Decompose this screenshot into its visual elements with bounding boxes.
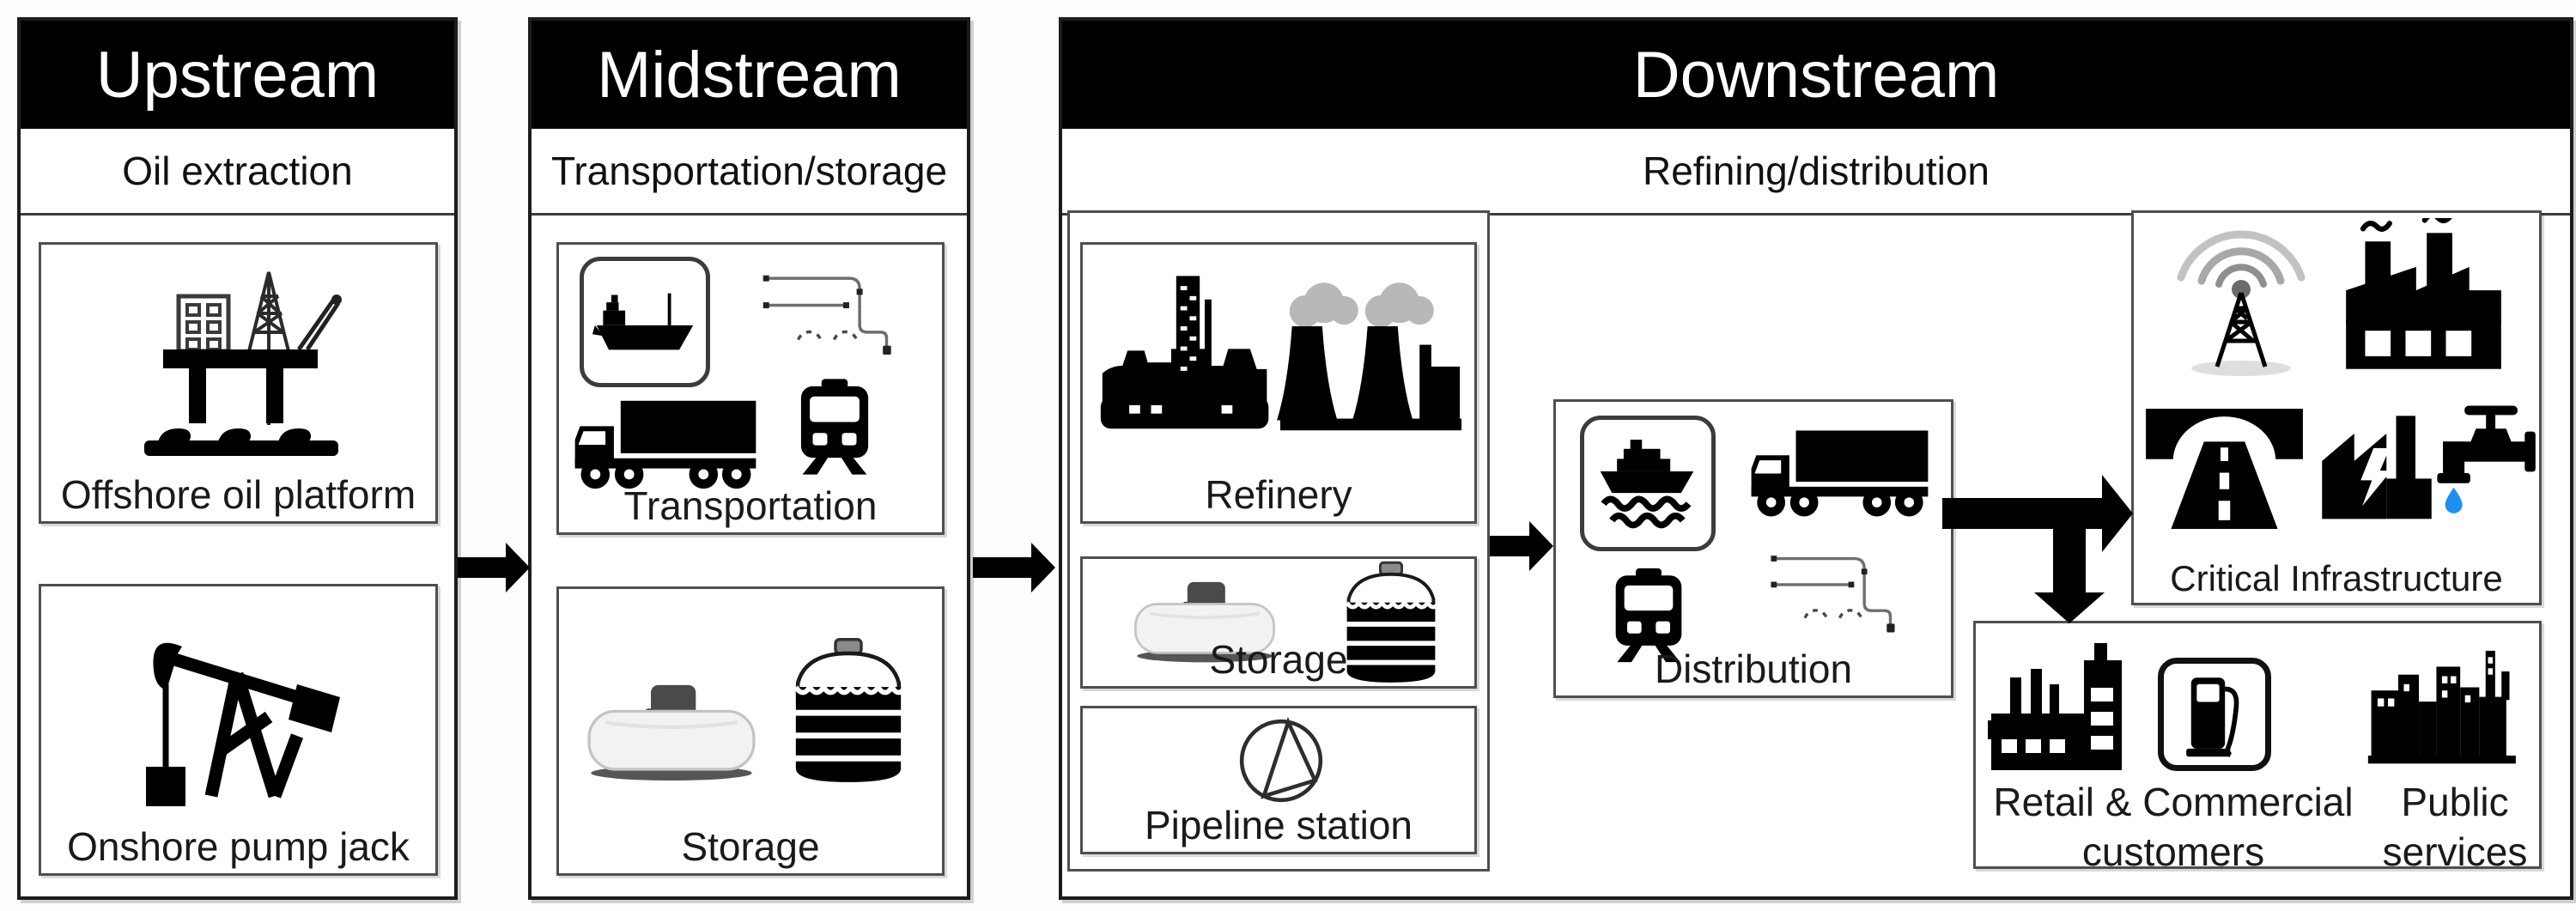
box-label: Refinery: [1205, 472, 1352, 517]
fuel-pump-frame: [2158, 658, 2271, 771]
pipeline-icon: [762, 275, 891, 355]
downstream-section: Downstream Refining/distribution: [1059, 17, 2573, 900]
upstream-subtitle-row: Oil extraction: [21, 129, 454, 216]
ship-frame: [580, 257, 710, 387]
midstream-title: Midstream: [597, 38, 902, 112]
downstream-subtitle-row: Refining/distribution: [1062, 129, 2570, 216]
midstream-header: Midstream: [532, 21, 967, 129]
train-icon: [800, 379, 869, 475]
retail-commercial-label: Retail & Commercial customers: [1993, 780, 2354, 874]
downstream-title: Downstream: [1632, 38, 2000, 112]
oil-tank-icon: [1344, 561, 1441, 683]
factory-icon: [2346, 218, 2501, 369]
tanker-truck-icon: [1751, 430, 1929, 517]
box-label: Transportation: [623, 483, 878, 528]
box-label: Storage: [681, 824, 820, 869]
train-icon: [1615, 568, 1682, 663]
offshore-oil-platform-icon: [144, 271, 342, 456]
critical-infrastructure-box: Critical Infrastructure: [2131, 210, 2542, 605]
pressure-tank-icon: [587, 684, 756, 781]
ferry-ship-icon: [1600, 440, 1694, 529]
oil-tank-icon: [793, 638, 908, 782]
ship-frame: [1580, 416, 1716, 551]
upstream-subtitle: Oil extraction: [122, 149, 353, 193]
onshore-pump-jack-icon: [146, 642, 340, 806]
factory-icon: [1988, 643, 2122, 770]
midstream-storage-box: Storage: [556, 586, 945, 876]
pressure-tank-icon: [1133, 581, 1276, 663]
downstream-subtitle: Refining/distribution: [1642, 149, 1990, 193]
refinery-box: Refinery: [1080, 242, 1477, 524]
transportation-box: Transportation: [556, 242, 945, 535]
box-label: Pipeline station: [1145, 803, 1413, 847]
upstream-section: Upstream Oil extraction: [17, 17, 458, 900]
midstream-section: Midstream Transportation/storage: [528, 17, 970, 900]
refinery-icon: [1100, 276, 1462, 431]
box-label: Storage: [1209, 637, 1348, 682]
power-plant-icon: [2322, 416, 2432, 519]
downstream-storage-box: Storage: [1080, 556, 1477, 689]
water-tap-icon: [2437, 405, 2536, 513]
box-label: Offshore oil platform: [60, 472, 416, 517]
upstream-header: Upstream: [21, 21, 454, 129]
pump-symbol-icon: [1239, 716, 1323, 803]
box-label: Onshore pump jack: [67, 824, 410, 869]
midstream-subtitle: Transportation/storage: [550, 149, 948, 193]
onshore-pump-jack-box: Onshore pump jack: [39, 584, 438, 876]
retail-public-box: Retail & Commercial customers Public ser…: [1973, 621, 2542, 874]
fuel-pump-icon: [2186, 677, 2239, 757]
tanker-truck-icon: [574, 400, 756, 489]
refining-group-box: Refinery: [1067, 210, 1490, 872]
highway-icon: [2146, 409, 2303, 529]
public-services-label: Public services: [2382, 780, 2528, 874]
upstream-title: Upstream: [95, 38, 380, 112]
pipeline-station-box: Pipeline station: [1080, 706, 1477, 854]
city-skyline-icon: [2367, 650, 2516, 764]
downstream-header: Downstream: [1062, 21, 2570, 129]
midstream-subtitle-row: Transportation/storage: [532, 129, 967, 216]
box-label: Critical Infrastructure: [2170, 558, 2503, 598]
cargo-ship-icon: [592, 293, 694, 350]
pipeline-icon: [1771, 556, 1895, 633]
radio-tower-icon: [2177, 230, 2306, 376]
offshore-oil-platform-box: Offshore oil platform: [39, 242, 438, 524]
distribution-box: Distribution: [1553, 399, 1953, 698]
box-label: Distribution: [1654, 647, 1853, 691]
